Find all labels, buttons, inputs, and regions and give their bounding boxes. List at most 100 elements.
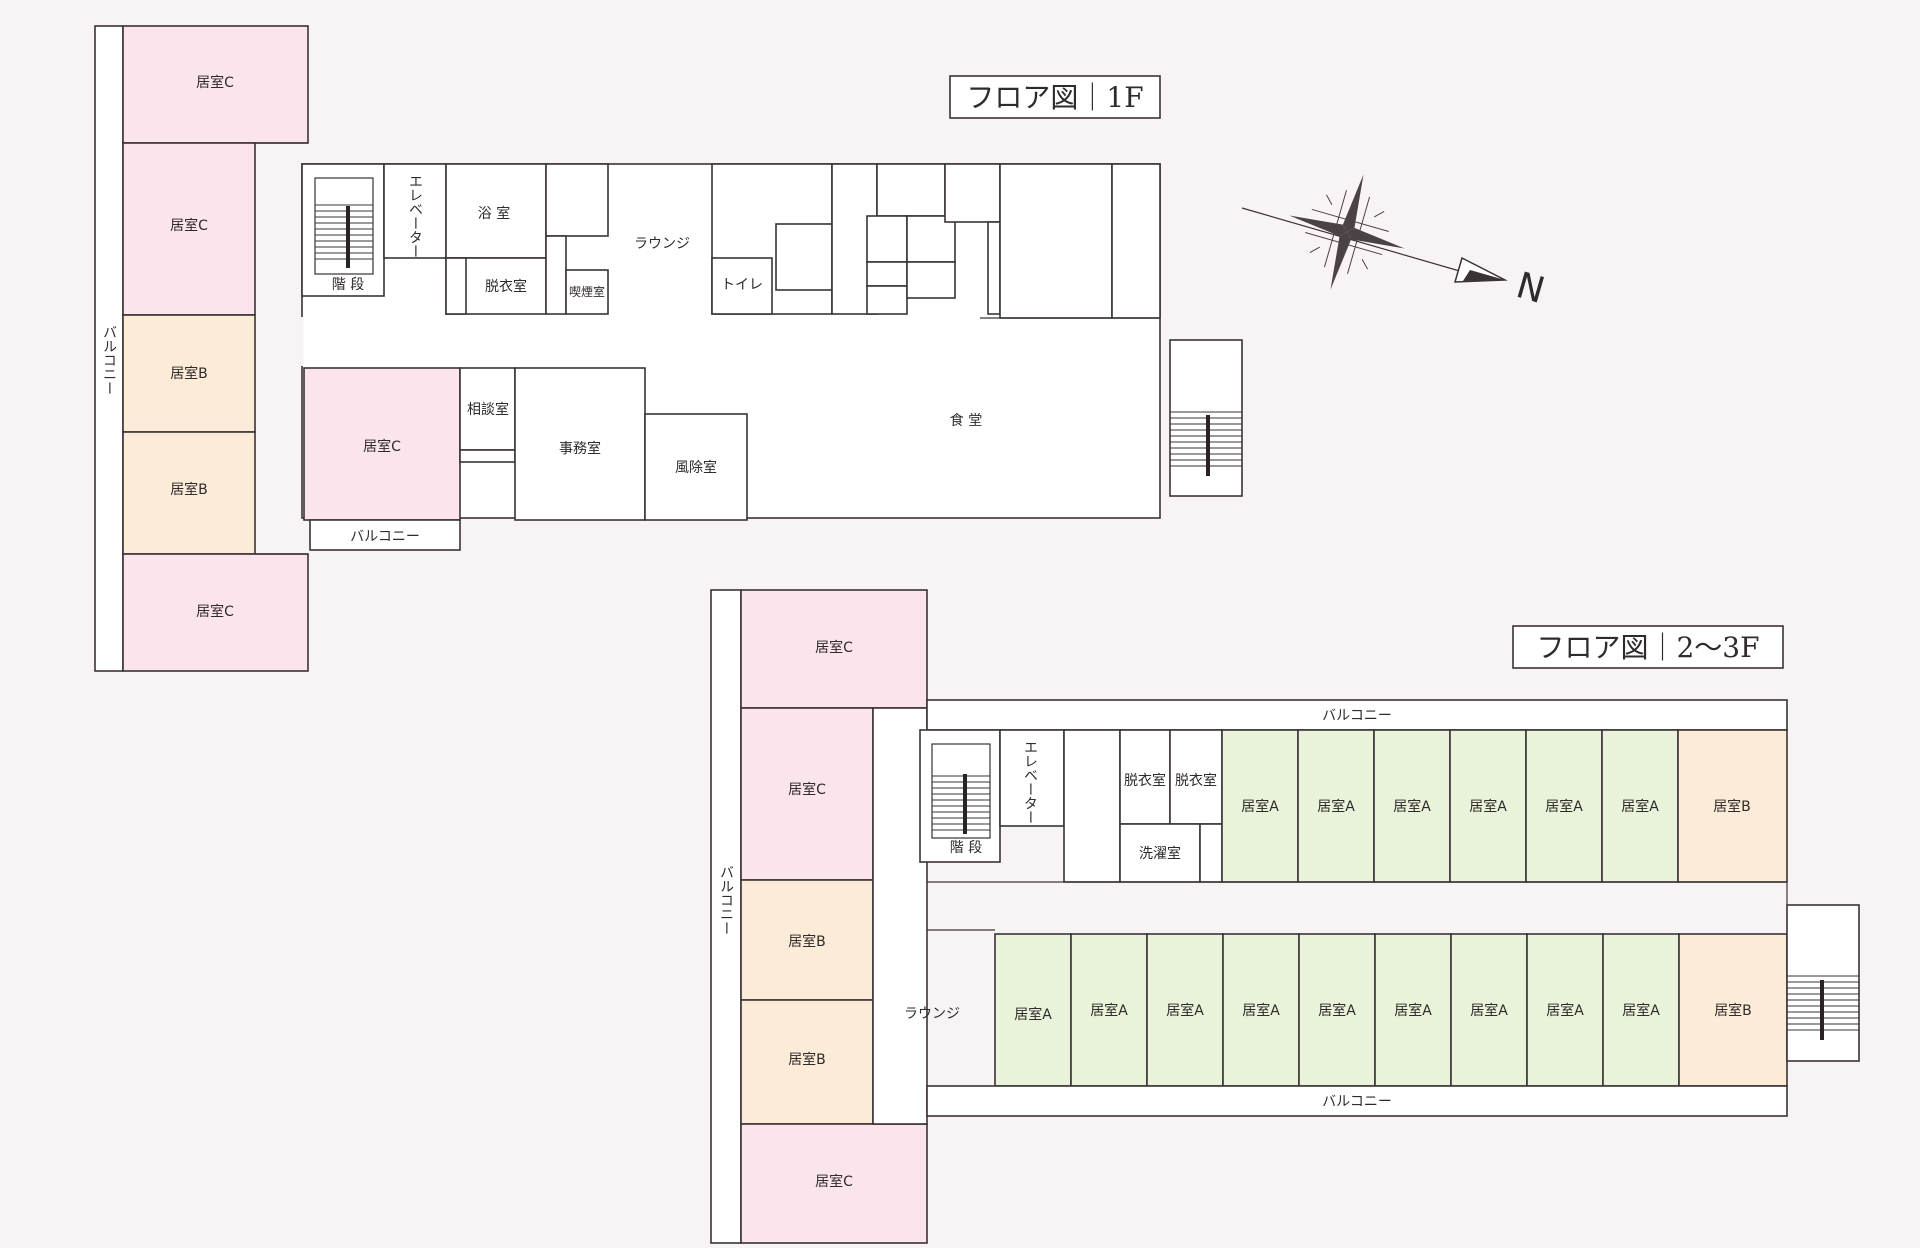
f1-room-c-2 xyxy=(122,142,256,316)
f2-bot-room-a-5 xyxy=(1298,933,1376,1087)
f1-dining-label: 食 堂 xyxy=(950,412,982,429)
f2-bot-room-a-5-label: 居室A xyxy=(1318,1002,1356,1019)
f2-top-room-b-label: 居室B xyxy=(1713,798,1751,815)
floor-1-title-text: フロア図｜1F xyxy=(966,81,1143,114)
north-marker: N xyxy=(1512,265,1549,312)
f1-room-b-2 xyxy=(122,431,256,555)
f2-bot-room-a-9-label: 居室A xyxy=(1622,1002,1660,1019)
f1-room-c-4 xyxy=(303,367,461,521)
f2-top-room-a-2-label: 居室A xyxy=(1317,798,1355,815)
f1-elevator-label: エレベーター xyxy=(407,174,423,258)
f2-room-c-3 xyxy=(740,1123,928,1244)
f1-elevator xyxy=(383,163,447,259)
f2-room-c-1 xyxy=(740,589,928,709)
f1-office xyxy=(514,367,646,521)
f2-top-room-a-5 xyxy=(1525,729,1603,883)
f1-room-b-1-label: 居室B xyxy=(170,365,208,382)
f2-bottom-balcony xyxy=(926,1085,1788,1117)
f2-changing-1-label: 脱衣室 xyxy=(1124,772,1166,789)
f2-bot-room-a-4-label: 居室A xyxy=(1242,1002,1280,1019)
f1-toilet xyxy=(711,257,773,315)
f2-bot-room-a-9 xyxy=(1602,933,1680,1087)
f2-bot-room-a-2-label: 居室A xyxy=(1090,1002,1128,1019)
f2-elevator-label: エレベーター xyxy=(1022,740,1038,824)
f2-top-room-a-6-label: 居室A xyxy=(1621,798,1659,815)
floor-2-3-title: フロア図｜2〜3F xyxy=(1512,625,1784,669)
f1-office-label: 事務室 xyxy=(559,440,601,457)
f2-top-balcony xyxy=(926,699,1788,731)
f2-top-room-a-5-label: 居室A xyxy=(1545,798,1583,815)
f2-left-balcony xyxy=(710,589,742,1244)
f1-room-c-3-label: 居室C xyxy=(196,603,234,620)
f1-room-c-3 xyxy=(122,553,309,672)
f1-room-c-1-label: 居室C xyxy=(196,74,234,91)
f1-room-b-2-label: 居室B xyxy=(170,481,208,498)
f2-top-room-a-1-label: 居室A xyxy=(1241,798,1279,815)
f1-room-c-4-label: 居室C xyxy=(363,438,401,455)
f1-left-balcony-label: バルコニー xyxy=(101,325,117,395)
f2-bottom-row: 居室A 居室A 居室A 居室A 居室A 居室A 居室A 居室A 居室A 居室B xyxy=(994,933,1788,1087)
f2-top-room-a-2 xyxy=(1297,729,1375,883)
f2-laundry xyxy=(1119,823,1201,883)
f2-bot-room-a-6 xyxy=(1374,933,1452,1087)
f2-bot-room-a-3 xyxy=(1146,933,1224,1087)
f1-small-balcony xyxy=(309,519,461,551)
f2-bot-room-a-8-label: 居室A xyxy=(1546,1002,1584,1019)
f1-windbreak-label: 風除室 xyxy=(675,459,717,476)
f1-room-c-1 xyxy=(122,25,309,144)
f1-consult xyxy=(459,367,516,451)
f2-elevator xyxy=(999,729,1065,827)
f1-windbreak xyxy=(644,413,748,521)
f2-lounge-label: ラウンジ xyxy=(904,1006,960,1022)
f2-room-b-1 xyxy=(740,879,874,1001)
f1-left-balcony xyxy=(94,25,124,672)
f2-laundry-label: 洗濯室 xyxy=(1139,845,1181,862)
f2-changing-2-label: 脱衣室 xyxy=(1175,772,1217,789)
floor-1: フロア図｜1F バルコニー 居室C 居室C 居室B 居室B 居室C xyxy=(94,25,1243,672)
f2-stairs-label: 階 段 xyxy=(950,840,982,856)
floor-2-3-title-text: フロア図｜2〜3F xyxy=(1536,631,1759,664)
f2-bot-room-b-label: 居室B xyxy=(1714,1002,1752,1019)
f2-left-balcony-label: バルコニー xyxy=(718,865,734,935)
f2-room-c-1-label: 居室C xyxy=(815,639,853,656)
f2-room-b-1-label: 居室B xyxy=(788,933,826,950)
floor-1-title: フロア図｜1F xyxy=(949,75,1161,119)
f2-room-b-2-label: 居室B xyxy=(788,1051,826,1068)
f2-bot-room-a-3-label: 居室A xyxy=(1166,1002,1204,1019)
f1-smoking-label: 喫煙室 xyxy=(569,284,605,299)
f1-toilet-label: トイレ xyxy=(721,277,763,293)
f1-lounge-label: ラウンジ xyxy=(634,236,690,252)
f1-room-c-2-label: 居室C xyxy=(170,217,208,234)
f2-bot-room-a-6-label: 居室A xyxy=(1394,1002,1432,1019)
f2-bot-room-a-7-label: 居室A xyxy=(1470,1002,1508,1019)
f1-consult-label: 相談室 xyxy=(467,401,509,418)
f2-top-room-a-3-label: 居室A xyxy=(1393,798,1431,815)
f2-bot-room-a-7 xyxy=(1450,933,1528,1087)
f2-room-b-2 xyxy=(740,999,874,1125)
f2-room-c-2 xyxy=(740,707,874,881)
f2-top-room-a-4-label: 居室A xyxy=(1469,798,1507,815)
f2-room-c-2-label: 居室C xyxy=(788,781,826,798)
f2-room-c-3-label: 居室C xyxy=(815,1173,853,1190)
f2-right-stairs xyxy=(1786,904,1860,1062)
f1-right-stairs xyxy=(1169,339,1243,497)
f1-changing-label: 脱衣室 xyxy=(485,278,527,295)
f1-bath-label: 浴 室 xyxy=(478,205,510,222)
f2-top-room-a-1 xyxy=(1221,729,1299,883)
f2-stairs: 階 段 xyxy=(919,729,1001,863)
floor-2-3: フロア図｜2〜3F バルコニー 居室C 居室C 居室B 居室B 居室C ラウンジ… xyxy=(710,589,1860,1244)
f2-bot-room-a-1-label: 居室A xyxy=(1014,1006,1052,1023)
f2-bottom-balcony-label: バルコニー xyxy=(1322,1094,1392,1110)
f1-small-balcony-label: バルコニー xyxy=(350,529,420,545)
f2-bot-room-a-1 xyxy=(994,933,1072,1087)
compass: N xyxy=(1241,174,1549,312)
f1-stairs: 階 段 xyxy=(301,163,385,297)
f1-stairs-label: 階 段 xyxy=(332,277,364,293)
f1-smoking xyxy=(565,269,609,315)
f2-top-row: 居室A 居室A 居室A 居室A 居室A 居室A 居室B xyxy=(1221,729,1788,883)
f2-bot-room-a-8 xyxy=(1526,933,1604,1087)
f1-room-b-1 xyxy=(122,314,256,433)
f2-top-balcony-label: バルコニー xyxy=(1322,708,1392,724)
f1-bath xyxy=(445,163,547,259)
